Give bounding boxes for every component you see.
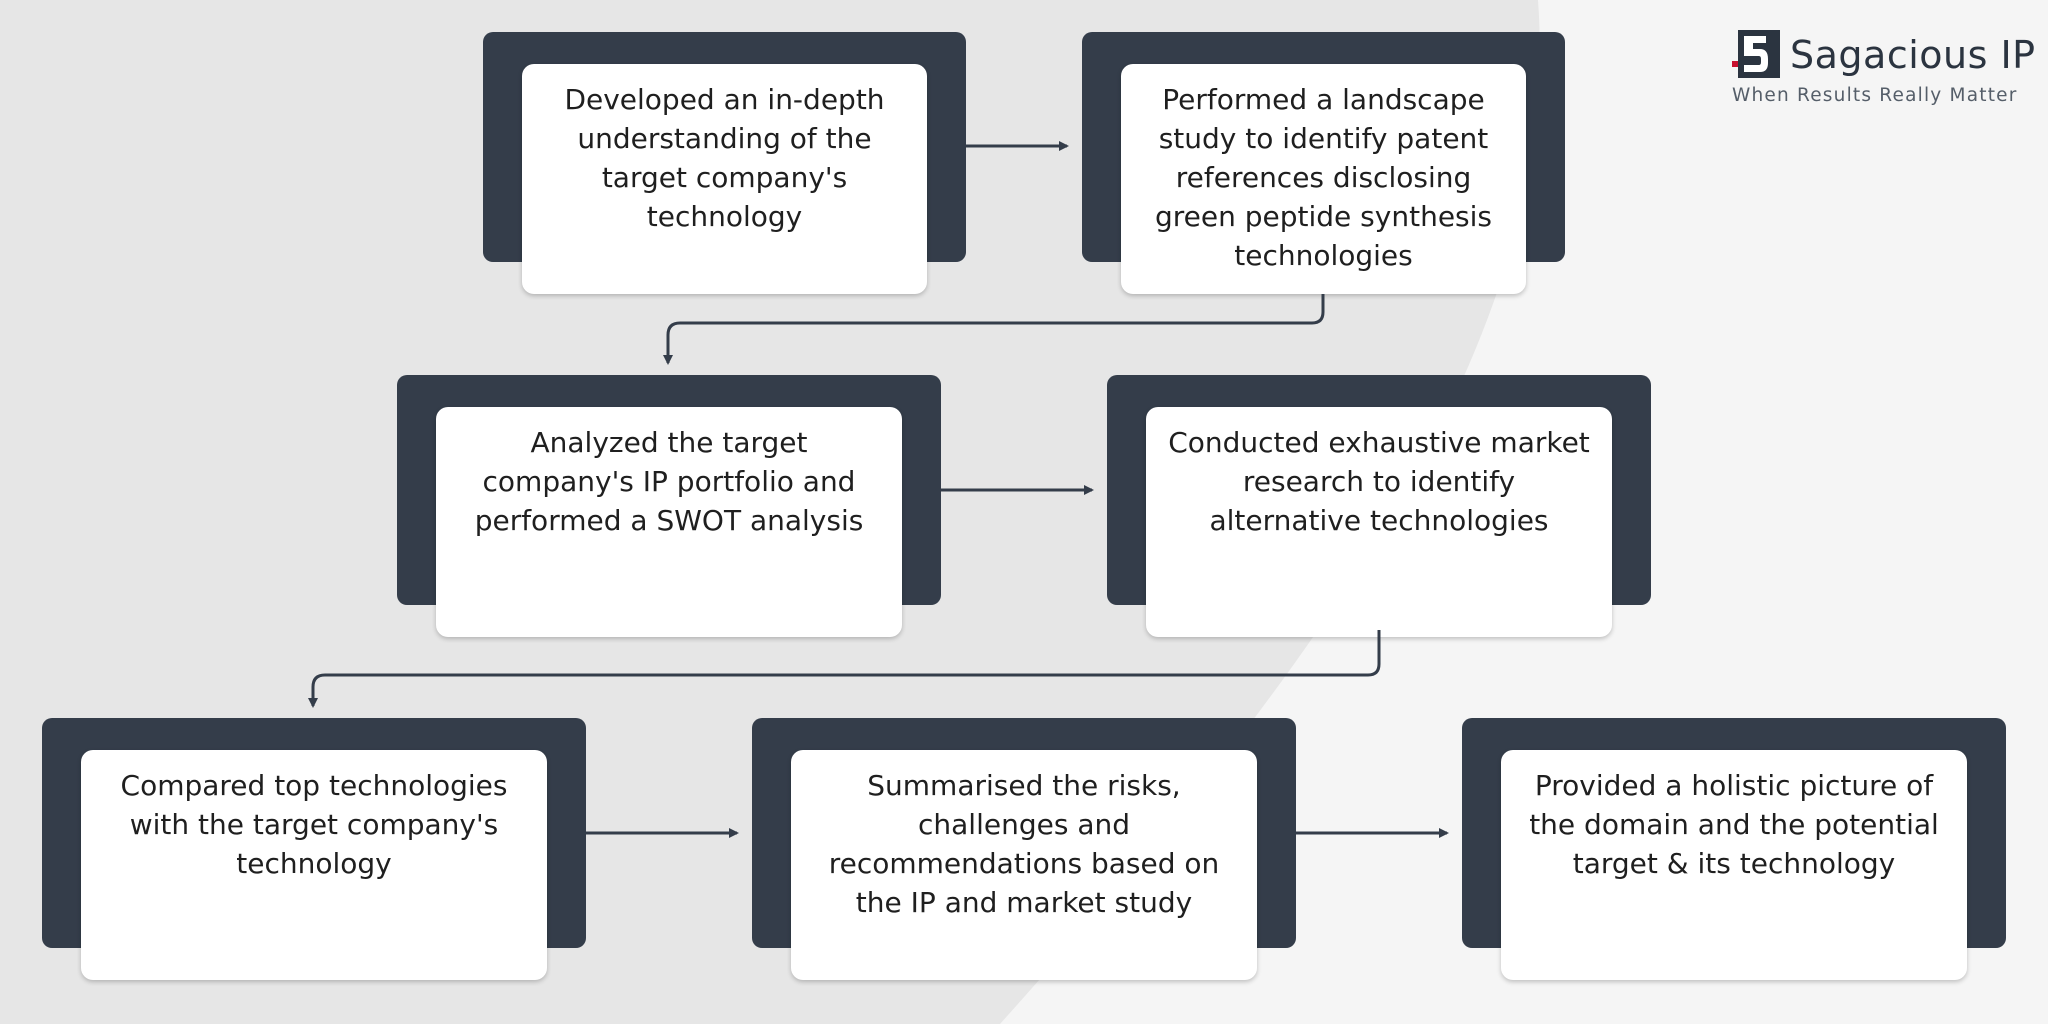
- step-2-text: Performed a landscape study to identify …: [1154, 83, 1492, 272]
- step-1-text: Developed an in-depth understanding of t…: [564, 83, 885, 233]
- brand-logo: Sagacious IP When Results Really Matter: [1732, 30, 2035, 110]
- step-4-card: Conducted exhaustive market research to …: [1146, 407, 1612, 637]
- step-5-card: Compared top technologies with the targe…: [81, 750, 547, 980]
- step-6-text: Summarised the risks, challenges and rec…: [828, 769, 1220, 919]
- step-2-card: Performed a landscape study to identify …: [1121, 64, 1526, 294]
- step-3-card: Analyzed the target company's IP portfol…: [436, 407, 902, 637]
- step-1-card: Developed an in-depth understanding of t…: [522, 64, 927, 294]
- step-5-text: Compared top technologies with the targe…: [120, 769, 508, 880]
- logo-tagline: When Results Really Matter: [1732, 85, 2018, 106]
- logo-name: Sagacious IP: [1790, 33, 2036, 77]
- logo-mark-icon: [1732, 30, 1780, 78]
- step-4-text: Conducted exhaustive market research to …: [1168, 426, 1590, 537]
- step-7-text: Provided a holistic picture of the domai…: [1529, 769, 1939, 880]
- step-6-card: Summarised the risks, challenges and rec…: [791, 750, 1257, 980]
- step-3-text: Analyzed the target company's IP portfol…: [474, 426, 864, 537]
- step-7-card: Provided a holistic picture of the domai…: [1501, 750, 1967, 980]
